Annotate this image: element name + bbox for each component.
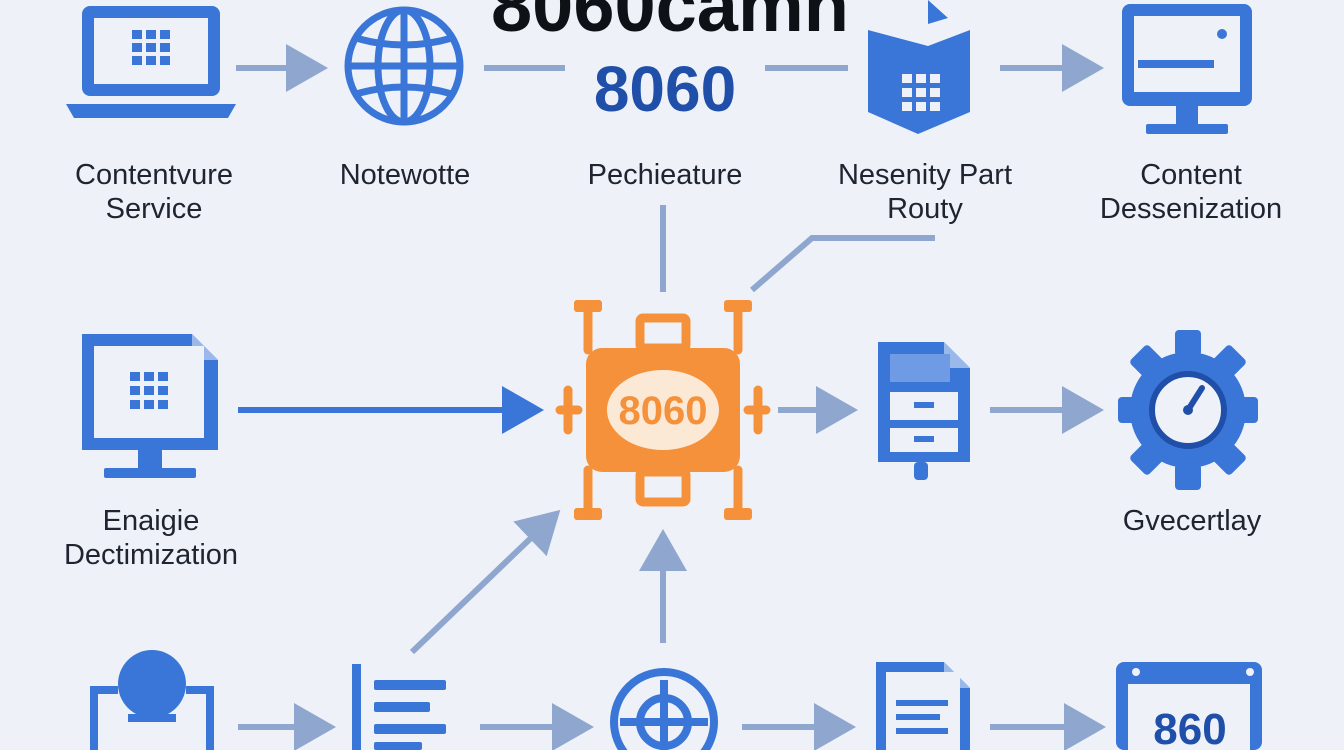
list-icon	[352, 664, 446, 750]
diagram-title-fragment: 8060camn	[491, 0, 849, 47]
connectors	[236, 44, 1106, 750]
laptop-icon	[66, 6, 236, 118]
window-code-icon	[1116, 662, 1262, 750]
code-label: Pechieature	[560, 158, 770, 192]
monitor-label-line-1: Content	[1140, 159, 1242, 191]
monitor-icon	[1122, 4, 1252, 134]
gear-label-line-1: Gvecertlay	[1122, 505, 1262, 537]
shield-label-line-1: Nesenity Part	[837, 159, 1013, 191]
doc-monitor-label-line-2: Dectimization	[63, 539, 239, 571]
laptop-label-line-1: Contentvure	[75, 159, 233, 191]
laptop-label-line-2: Service	[105, 193, 203, 225]
shield-label-line-2: Routy	[887, 193, 963, 225]
shield-calculator-icon	[868, 0, 970, 134]
globe-label-line-1: Notewotte	[339, 159, 471, 191]
doc-monitor-label: Enaigie Dectimization	[40, 504, 262, 572]
window-code-text: 860	[1153, 705, 1226, 750]
file-cabinet-icon	[878, 342, 970, 480]
arrow-list-to-hub	[409, 509, 561, 655]
user-network-icon	[90, 650, 214, 750]
globe-icon	[344, 6, 464, 126]
monitor-label-line-2: Dessenization	[1099, 193, 1283, 225]
hub-code-label: 8060	[619, 389, 708, 433]
document-icon	[876, 662, 970, 750]
hub-chip-center	[603, 366, 723, 454]
laptop-label: Contentvure Service	[44, 158, 264, 226]
document-monitor-icon	[82, 334, 218, 478]
line-shield-to-hub	[750, 235, 935, 293]
globe-label: Notewotte	[300, 158, 510, 192]
hub-chip-pins	[574, 300, 752, 520]
gear-label: Gvecertlay	[1094, 504, 1290, 538]
gear-gauge-icon	[1118, 330, 1258, 490]
center-code-label: 8060	[593, 53, 737, 125]
monitor-label: Content Dessenization	[1078, 158, 1304, 226]
crosshair-icon	[610, 668, 718, 750]
code-label-line-1: Pechieature	[587, 159, 743, 191]
shield-label: Nesenity Part Routy	[810, 158, 1040, 226]
doc-monitor-label-line-1: Enaigie	[102, 505, 200, 537]
